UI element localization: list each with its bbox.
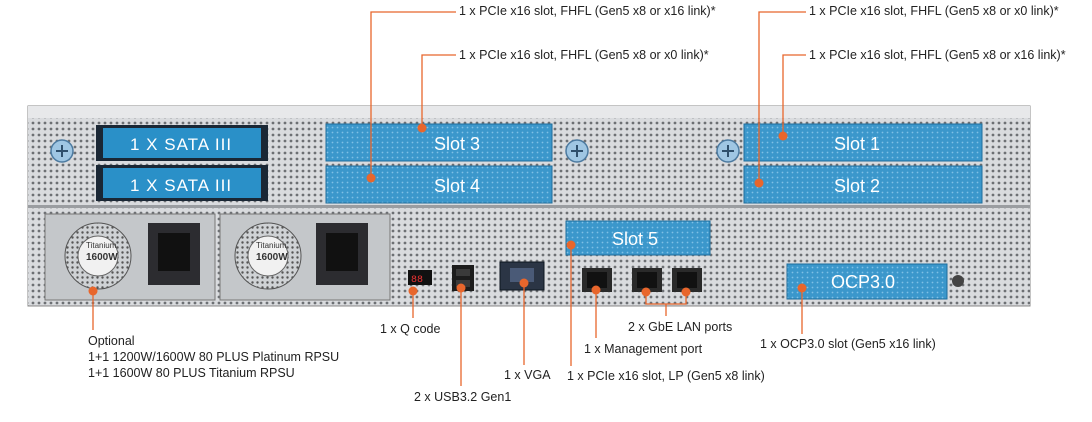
- thumbscrew-icon[interactable]: [565, 139, 589, 163]
- thumbscrew-icon[interactable]: [716, 139, 740, 163]
- sata-bay[interactable]: 1 X SATA III: [96, 125, 268, 161]
- thumbscrew-icon[interactable]: [50, 139, 74, 163]
- callout-qcode: 1 x Q code: [380, 322, 441, 336]
- sata-bay[interactable]: 1 X SATA III: [96, 165, 268, 201]
- pcie-slot-4[interactable]: Slot 4: [325, 165, 553, 204]
- sata-bay-label: 1 X SATA III: [130, 135, 232, 154]
- usb-ports[interactable]: [452, 265, 474, 291]
- svg-text:Titanium: Titanium: [256, 241, 287, 250]
- callout-slot4: 1 x PCIe x16 slot, FHFL (Gen5 x8 or x0 l…: [459, 48, 709, 62]
- power-supply-2[interactable]: Titanium 1600W: [219, 213, 391, 301]
- callout-psu: Optional 1+1 1200W/1600W 80 PLUS Platinu…: [88, 334, 340, 380]
- ocp-label: OCP3.0: [831, 272, 895, 292]
- svg-text:1600W: 1600W: [86, 252, 118, 263]
- slot-label: Slot 1: [834, 134, 880, 154]
- vga-port[interactable]: [499, 261, 545, 291]
- pcie-slot-5[interactable]: Slot 5: [565, 220, 711, 256]
- callout-ocp: 1 x OCP3.0 slot (Gen5 x16 link): [760, 337, 936, 351]
- pcie-slot-3[interactable]: Slot 3: [325, 123, 553, 162]
- svg-text:88: 88: [411, 275, 423, 286]
- callout-vga: 1 x VGA: [504, 368, 551, 382]
- pcie-slot-2[interactable]: Slot 2: [743, 165, 983, 204]
- callout-lan: 2 x GbE LAN ports: [628, 320, 733, 334]
- leader-lines: [88, 11, 807, 386]
- pcie-slot-1[interactable]: Slot 1: [743, 123, 983, 162]
- callout-usb: 2 x USB3.2 Gen1: [414, 390, 512, 404]
- callout-slot3: 1 x PCIe x16 slot, FHFL (Gen5 x8 or x16 …: [459, 4, 716, 18]
- callout-slot2: 1 x PCIe x16 slot, FHFL (Gen5 x8 or x16 …: [809, 48, 1066, 62]
- sata-bay-label: 1 X SATA III: [130, 176, 232, 195]
- callout-management: 1 x Management port: [584, 342, 703, 356]
- slot-label: Slot 2: [834, 176, 880, 196]
- qcode-display: 88: [408, 270, 432, 286]
- slot-label: Slot 4: [434, 176, 480, 196]
- slot-label: Slot 3: [434, 134, 480, 154]
- callout-slot5: 1 x PCIe x16 slot, LP (Gen5 x8 link): [567, 369, 765, 383]
- ocp3-slot[interactable]: OCP3.0: [786, 263, 964, 300]
- callout-slot1: 1 x PCIe x16 slot, FHFL (Gen5 x8 or x0 l…: [809, 4, 1059, 18]
- svg-text:Titanium: Titanium: [86, 241, 117, 250]
- svg-text:1600W: 1600W: [256, 252, 288, 263]
- slot-label: Slot 5: [612, 229, 658, 249]
- power-supply-1[interactable]: Titanium 1600W: [44, 213, 216, 301]
